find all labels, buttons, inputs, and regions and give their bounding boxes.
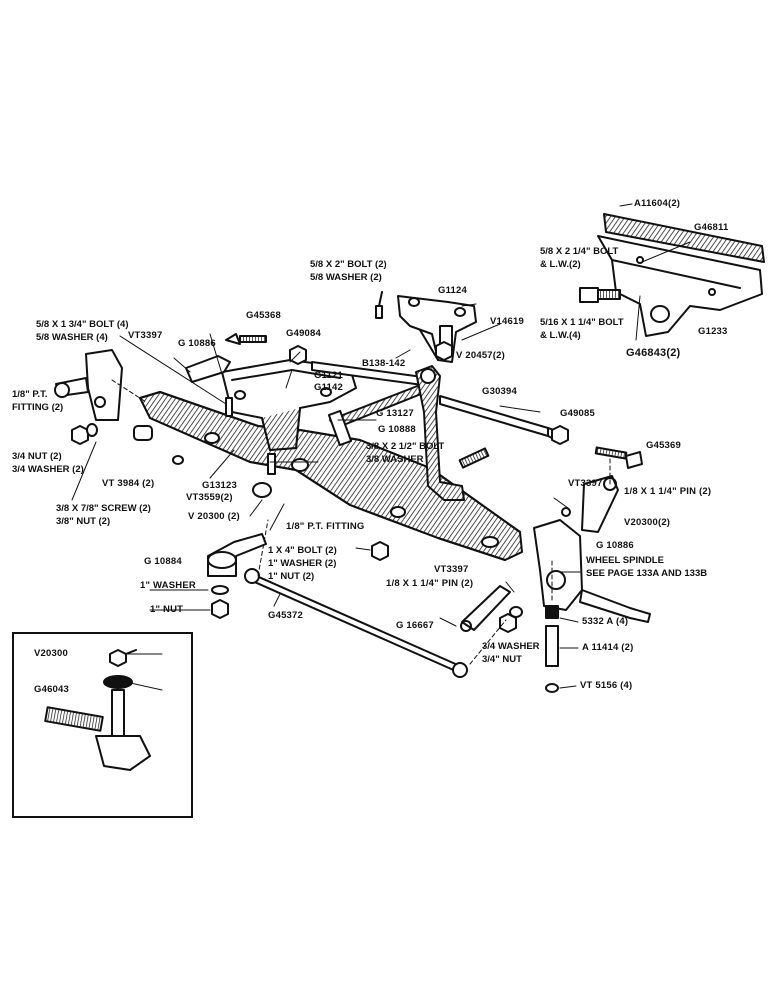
label-pin-18x114-right: 1/8 X 1 1/4" PIN (2) (624, 486, 712, 497)
drag-link (439, 395, 561, 441)
label-g10888: G 10888 (378, 424, 416, 435)
label-lw-2: & L.W.(2) (540, 259, 581, 270)
label-g16667: G 16667 (396, 620, 434, 631)
left-spindle (54, 349, 123, 421)
label-a11604: A11604(2) (634, 198, 681, 209)
label-vt3397-right: VT3397 (568, 478, 603, 489)
label-nut-34: 3/4 NUT (2) (12, 451, 62, 462)
label-g49085: G49085 (560, 408, 596, 419)
pivot-rod (311, 361, 431, 429)
label-a11414: A 11414 (2) (582, 642, 634, 653)
label-v20300-right: V20300(2) (624, 517, 671, 528)
leader-lines (71, 203, 691, 691)
label-fitting-2: FITTING (2) (12, 402, 64, 413)
label-washer-58-4: 5/8 WASHER (4) (36, 332, 108, 343)
arm-g10884 (207, 533, 267, 577)
label-pt-fitting-2: 1/8" P.T. (12, 389, 48, 400)
front-support-g1233 (597, 213, 765, 337)
label-nut-1: 1" NUT (150, 604, 184, 615)
center-bracket (221, 359, 357, 451)
label-g46843: G46843(2) (626, 347, 681, 359)
label-vt3984: VT 3984 (2) (102, 478, 155, 489)
label-g46811: G46811 (694, 222, 729, 233)
label-g46043: G46043 (34, 684, 70, 695)
label-g1233: G1233 (698, 326, 728, 337)
label-b138: B138-142 (362, 358, 406, 369)
label-wheel-spindle: WHEEL SPINDLE (586, 555, 664, 566)
inset-frame (12, 632, 193, 818)
label-washer-34: 3/4 WASHER (2) (12, 464, 84, 475)
label-see-page: SEE PAGE 133A AND 133B (586, 568, 708, 579)
label-g1121: G1121 (314, 370, 343, 381)
label-g13123: G13123 (202, 480, 238, 491)
bolts (225, 287, 621, 475)
label-g10886-top: G 10886 (178, 338, 216, 349)
label-g13127: G 13127 (376, 408, 414, 419)
nuts-washers (71, 341, 571, 633)
label-5332a: 5332 A (4) (582, 616, 629, 627)
label-g45368: G45368 (246, 310, 282, 321)
steering-arm (415, 365, 465, 501)
label-pin-18x114-mid: 1/8 X 1 1/4" PIN (2) (386, 578, 474, 589)
ball-studs (225, 333, 643, 469)
label-v20300-inset: V20300 (34, 648, 68, 659)
label-g30394: G30394 (482, 386, 518, 397)
label-vt3397-top: VT3397 (128, 330, 163, 341)
king-pin (545, 605, 559, 693)
label-screw-38x78: 3/8 X 7/8" SCREW (2) (56, 503, 151, 514)
label-vt3397-mid: VT3397 (434, 564, 469, 575)
arm-g16667 (460, 585, 511, 632)
label-bolt-1x4: 1 X 4" BOLT (2) (268, 545, 337, 556)
label-washer-1: 1" WASHER (140, 580, 196, 591)
label-lw-4: & L.W.(4) (540, 330, 581, 341)
label-washer-34-b: 3/4 WASHER (482, 641, 540, 652)
label-pt-fitting-mid: 1/8" P.T. FITTING (286, 521, 365, 532)
label-vt3559: VT3559(2) (186, 492, 233, 503)
label-g45369: G45369 (646, 440, 682, 451)
label-nut-38: 3/8" NUT (2) (56, 516, 111, 527)
label-nut-34-b: 3/4" NUT (482, 654, 522, 665)
label-v14619: V14619 (490, 316, 524, 327)
label-bolt-58x134: 5/8 X 1 3/4" BOLT (4) (36, 319, 129, 330)
label-g1124: G1124 (438, 285, 467, 296)
label-bolt-38x212: 3/8 X 2 1/2" BOLT (366, 441, 445, 452)
right-steering-arm (581, 475, 619, 533)
label-washer-58: 5/8 WASHER (2) (310, 272, 382, 283)
label-bolt-58x2: 5/8 X 2" BOLT (2) (310, 259, 387, 270)
inset-tie-rod-end (44, 649, 151, 771)
label-bolt-58x214: 5/8 X 2 1/4" BOLT (540, 246, 619, 257)
label-washer-38: 3/8 WASHER (366, 454, 424, 465)
label-vt5156: VT 5156 (4) (580, 680, 633, 691)
tie-rod (244, 568, 468, 678)
label-g1142: G1142 (314, 382, 343, 393)
label-g10886-right: G 10886 (596, 540, 634, 551)
label-g49084: G49084 (286, 328, 322, 339)
assembly-lines (111, 379, 611, 665)
label-v20457: V 20457(2) (456, 350, 506, 361)
label-g10884: G 10884 (144, 556, 182, 567)
label-nut-1-2: 1" NUT (2) (268, 571, 315, 582)
label-bolt-516x114: 5/16 X 1 1/4" BOLT (540, 317, 624, 328)
label-washer-1-2: 1" WASHER (2) (268, 558, 337, 569)
right-spindle (533, 519, 651, 623)
label-v20300-mid: V 20300 (2) (188, 511, 240, 522)
label-g45372: G45372 (268, 610, 304, 621)
